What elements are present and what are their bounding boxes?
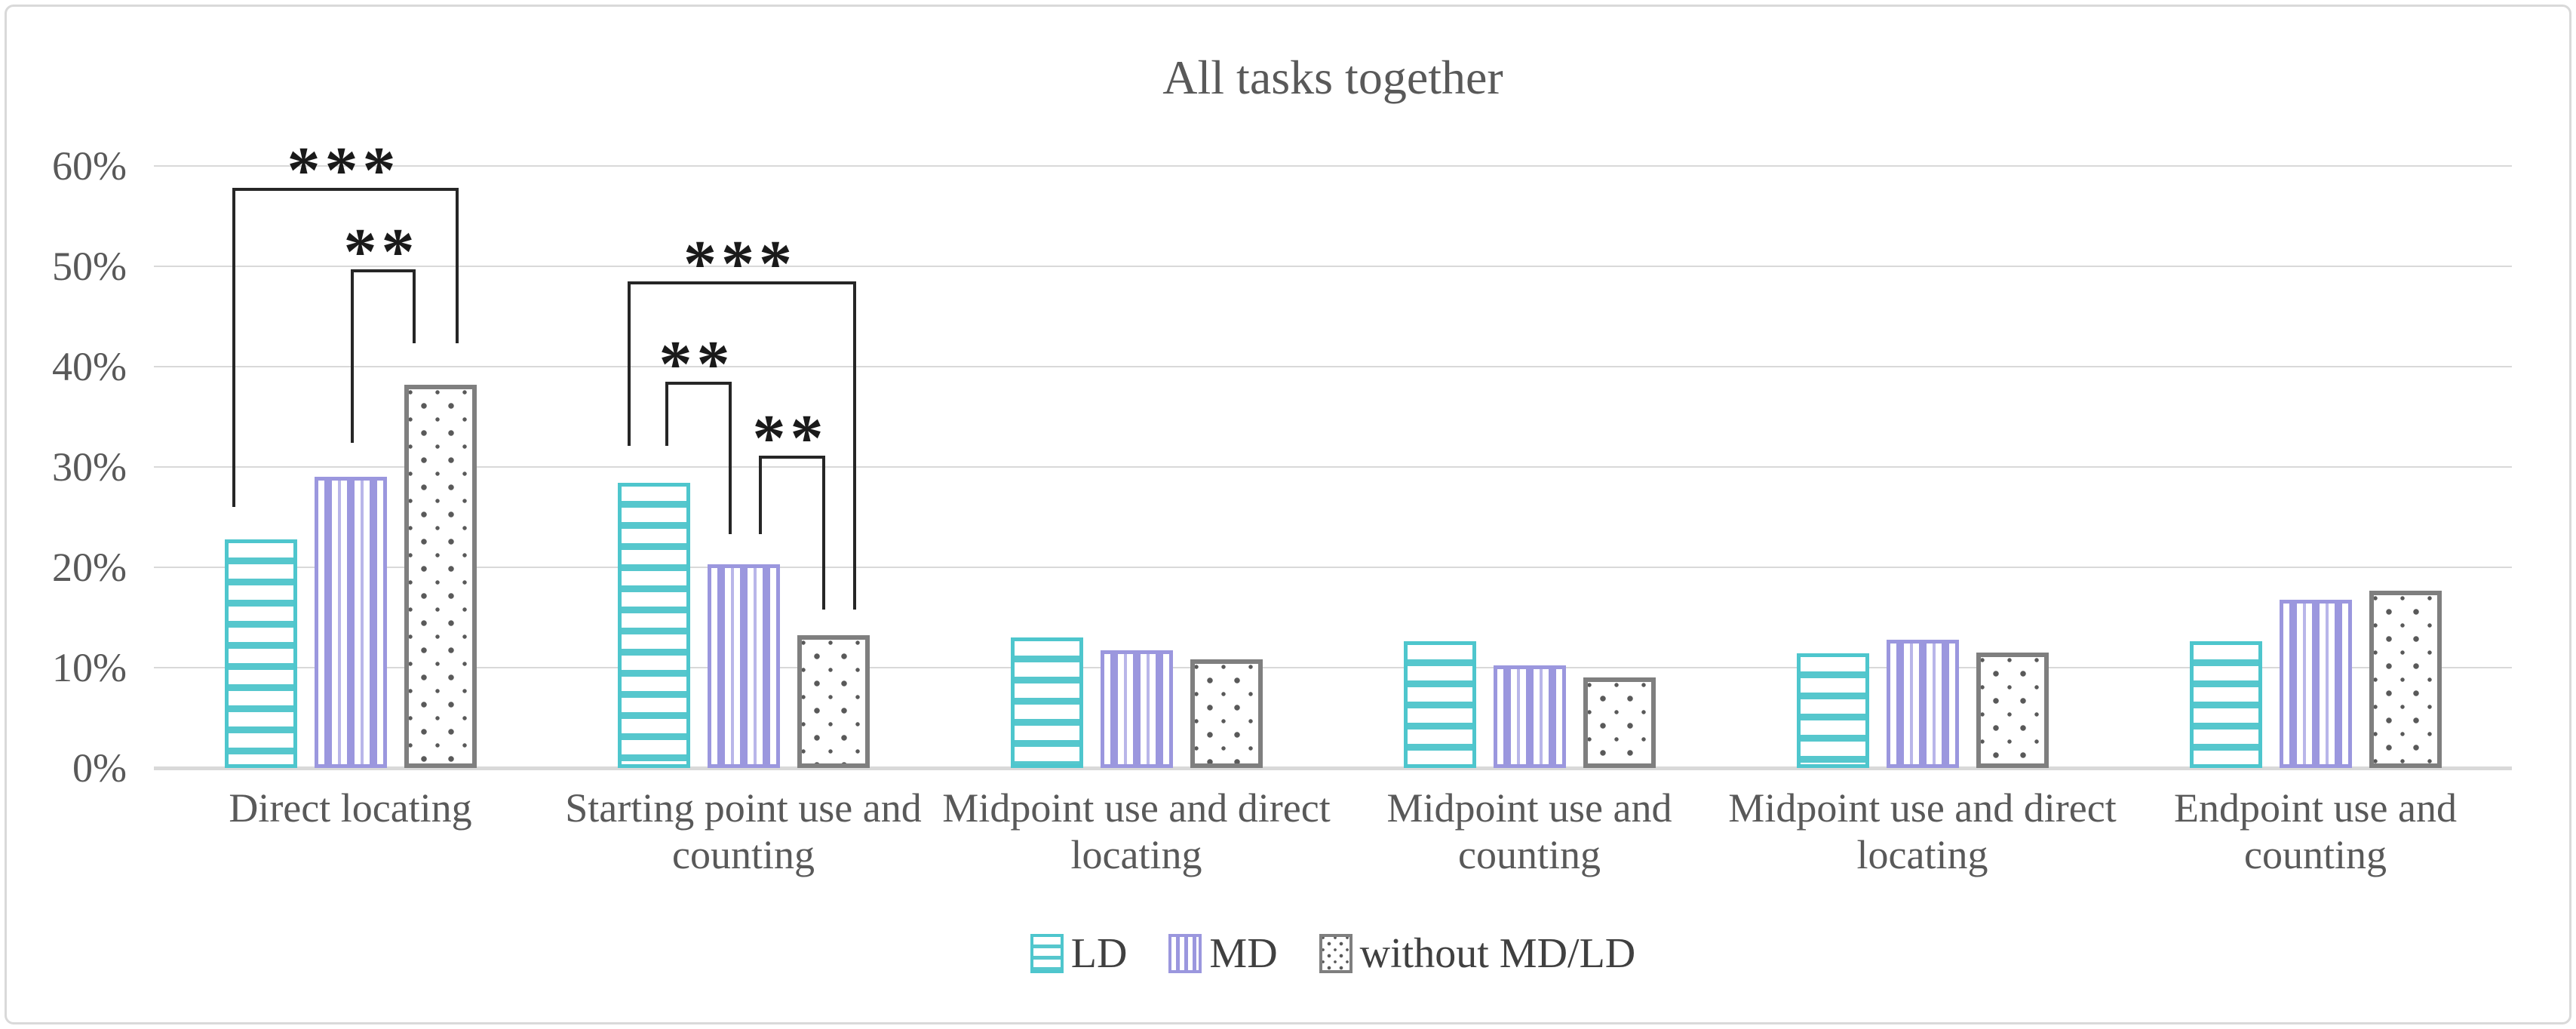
significance-bracket-leg <box>455 188 459 344</box>
bar-withoutmdld-group3 <box>1190 659 1263 768</box>
y-tick-label: 30% <box>52 444 127 490</box>
gridline-20 <box>154 567 2512 568</box>
chart-title: All tasks together <box>1162 51 1503 104</box>
bar-withoutmdld-group2 <box>797 635 870 768</box>
significance-bracket <box>350 269 416 272</box>
bar-md-group6 <box>2279 599 2352 768</box>
bar-md-group4 <box>1493 665 1566 768</box>
gridline-10 <box>154 667 2512 668</box>
bar-ld-group1 <box>224 539 297 768</box>
significance-bracket-leg <box>758 456 762 535</box>
significance-bracket <box>758 456 825 459</box>
significance-label: ** <box>343 215 419 289</box>
bar-md-group2 <box>707 564 780 768</box>
gridline-50 <box>154 266 2512 267</box>
category-label: Midpoint use and counting <box>1386 785 1672 877</box>
legend-swatch-horizontal-stripes-icon <box>1030 934 1064 973</box>
legend: LD MD without MD/LD <box>154 929 2512 978</box>
legend-label: LD <box>1070 930 1128 977</box>
category-label: Direct locating <box>229 785 472 831</box>
legend-label: MD <box>1209 930 1278 977</box>
significance-bracket-leg <box>350 269 354 444</box>
gridline-60 <box>154 165 2512 167</box>
category-label: Endpoint use and counting <box>2174 785 2457 877</box>
bar-withoutmdld-group1 <box>404 384 477 768</box>
legend-swatch-dots-icon <box>1319 934 1352 973</box>
significance-label: ** <box>659 327 735 401</box>
bar-ld-group4 <box>1403 641 1476 768</box>
significance-bracket <box>232 188 459 192</box>
significance-bracket-leg <box>728 381 732 535</box>
significance-bracket <box>627 281 856 284</box>
significance-bracket <box>665 381 732 385</box>
bar-withoutmdld-group6 <box>2369 590 2442 768</box>
y-tick-label: 60% <box>52 143 127 189</box>
significance-bracket-leg <box>821 456 825 610</box>
plot-area: ************ <box>154 138 2512 770</box>
significance-bracket-leg <box>412 269 416 344</box>
y-tick-label: 0% <box>72 745 127 791</box>
y-tick-label: 40% <box>52 344 127 389</box>
bar-withoutmdld-group5 <box>1976 653 2049 768</box>
y-tick-label: 10% <box>52 645 127 690</box>
y-tick-label: 20% <box>52 545 127 590</box>
legend-item-md: MD <box>1168 929 1278 978</box>
legend-swatch-vertical-stripes-icon <box>1168 934 1202 973</box>
gridline-0 <box>154 766 2512 770</box>
significance-bracket-leg <box>665 381 668 447</box>
bar-md-group3 <box>1100 650 1173 768</box>
significance-bracket-leg <box>627 281 631 447</box>
bar-ld-group3 <box>1010 637 1083 768</box>
category-label: Midpoint use and direct locating <box>942 785 1331 877</box>
category-label: Midpoint use and direct locating <box>1728 785 2117 877</box>
significance-bracket-leg <box>852 281 856 610</box>
significance-bracket-leg <box>232 188 235 508</box>
y-tick-label: 50% <box>52 244 127 289</box>
gridline-30 <box>154 466 2512 468</box>
legend-label: without MD/LD <box>1359 930 1636 977</box>
bar-md-group5 <box>1886 639 1959 768</box>
legend-item-ld: LD <box>1030 929 1128 978</box>
significance-label: *** <box>683 227 797 301</box>
gridline-40 <box>154 366 2512 367</box>
significance-label: *** <box>287 134 401 208</box>
bar-ld-group5 <box>1796 653 1869 768</box>
legend-item-withoutmdld: without MD/LD <box>1319 929 1636 978</box>
bar-ld-group2 <box>617 483 690 768</box>
category-label: Starting point use and counting <box>565 785 922 877</box>
bar-withoutmdld-group4 <box>1583 677 1656 768</box>
significance-label: ** <box>752 402 828 476</box>
bar-ld-group6 <box>2189 641 2262 768</box>
bar-md-group1 <box>314 477 387 768</box>
